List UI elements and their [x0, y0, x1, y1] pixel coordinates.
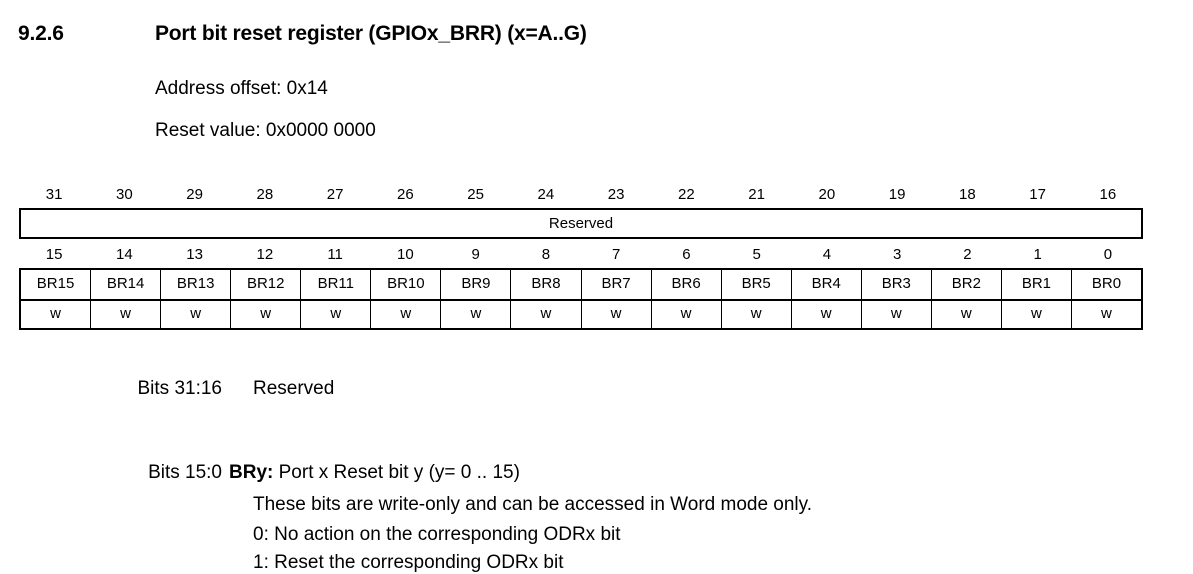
bit-field-br4: BR4	[792, 270, 862, 299]
bit-number-3: 3	[892, 246, 902, 263]
bit-number-row-high: 31 30 29 28 27 26 25 24 23 22 21 20 19 1…	[19, 182, 1143, 208]
section-number: 9.2.6	[18, 22, 64, 45]
section-title: Port bit reset register (GPIOx_BRR) (x=A…	[155, 22, 587, 45]
bit-description-bry-label: Bits 15:0	[148, 462, 222, 483]
bit-access-br11: w	[301, 301, 372, 328]
bit-access-br13: w	[161, 301, 232, 328]
bit-field-br0: BR0	[1091, 275, 1122, 292]
bit-number-9: 9	[471, 246, 480, 263]
bit-access-br1: w	[1002, 301, 1072, 328]
bit-number-31: 31	[45, 186, 63, 203]
bit-access-br15: w	[21, 301, 92, 328]
bit-number-11: 11	[327, 246, 343, 263]
bit-number-23: 23	[607, 186, 625, 203]
bit-field-br1: BR1	[1002, 270, 1072, 299]
bit-number-12: 12	[256, 246, 274, 263]
address-offset-line: Address offset: 0x14	[155, 78, 328, 99]
bit-description-bry-detail-0: These bits are write-only and can be acc…	[253, 494, 813, 515]
bit-field-name-row: BR15 BR14 BR13 BR12 BR11 BR10 BR9 BR8 BR…	[19, 268, 1143, 300]
reserved-field-row: Reserved	[19, 208, 1143, 239]
bit-access-br10: w	[371, 301, 442, 328]
register-bit-table: 31 30 29 28 27 26 25 24 23 22 21 20 19 1…	[19, 182, 1143, 330]
bit-number-24: 24	[537, 186, 555, 203]
bit-description-bry-detail-1: 0: No action on the corresponding ODRx b…	[253, 524, 621, 545]
bit-description-bry-detail-2: 1: Reset the corresponding ODRx bit	[253, 552, 564, 573]
bit-access-br6: w	[652, 301, 722, 328]
bit-field-br3: BR3	[862, 270, 932, 299]
bit-access-br2: w	[932, 301, 1002, 328]
bit-description-reserved-text: Reserved	[253, 378, 335, 399]
bit-access-br8: w	[511, 301, 582, 328]
bit-field-br13: BR13	[161, 270, 232, 299]
bit-number-26: 26	[397, 186, 414, 203]
bit-access-br9: w	[441, 301, 512, 328]
bit-number-5: 5	[752, 246, 761, 263]
bit-number-14: 14	[116, 246, 133, 263]
bit-number-17: 17	[1029, 186, 1046, 203]
bit-field-br7: BR7	[582, 270, 652, 299]
bit-number-2: 2	[963, 246, 972, 263]
bit-number-29: 29	[186, 186, 203, 203]
bit-field-br12: BR12	[231, 270, 302, 299]
bit-number-13: 13	[186, 246, 203, 263]
bit-number-16: 16	[1099, 186, 1117, 203]
page-title: 9.2.6 Port bit reset register (GPIOx_BRR…	[0, 22, 1193, 54]
bit-number-10: 10	[397, 246, 414, 263]
bit-number-row-low: 15 14 13 12 11 10 9 8 7 6 5 4 3 2 1 0	[19, 242, 1143, 268]
bit-number-19: 19	[888, 186, 906, 203]
bit-description-bry-summary: Port x Reset bit y (y= 0 .. 15)	[273, 462, 520, 483]
bit-number-1: 1	[1033, 246, 1042, 263]
bit-description-reserved: Bits 31:16 Reserved	[0, 378, 1193, 420]
bit-number-30: 30	[116, 186, 133, 203]
bit-number-18: 18	[959, 186, 976, 203]
bit-access-br7: w	[582, 301, 652, 328]
bit-number-4: 4	[822, 246, 832, 263]
bit-field-br5: BR5	[722, 270, 792, 299]
bit-access-br4: w	[792, 301, 862, 328]
bit-number-0: 0	[1103, 246, 1113, 263]
reset-value-line: Reset value: 0x0000 0000	[155, 120, 376, 141]
bit-description-bry-name: BRy:	[229, 462, 274, 483]
bit-access-br14: w	[91, 301, 162, 328]
bit-field-br2: BR2	[932, 270, 1002, 299]
bit-field-br11: BR11	[301, 270, 372, 299]
bit-number-6: 6	[682, 246, 691, 263]
bit-number-25: 25	[467, 186, 484, 203]
bit-access-br3: w	[862, 301, 932, 328]
bit-description-reserved-label: Bits 31:16	[137, 378, 223, 399]
bit-access-br12: w	[231, 301, 302, 328]
bit-number-8: 8	[541, 246, 551, 263]
bit-field-br9: BR9	[441, 270, 512, 299]
bit-number-27: 27	[326, 186, 344, 203]
bit-field-br8: BR8	[511, 270, 582, 299]
bit-access-row: w w w w w w w w w w w w w w w w	[19, 300, 1143, 330]
bit-number-15: 15	[45, 246, 63, 263]
reserved-field-label: Reserved	[548, 215, 614, 232]
bit-number-28: 28	[256, 186, 274, 203]
bit-access-br5: w	[722, 301, 792, 328]
bit-access-br0: w	[1101, 305, 1112, 322]
bit-field-br6: BR6	[652, 270, 722, 299]
bit-description-list: Bits 31:16 Reserved Bits 15:0 BRy: Port …	[0, 378, 1193, 573]
bit-number-21: 21	[748, 186, 765, 203]
bit-number-7: 7	[611, 246, 621, 263]
bit-field-br14: BR14	[91, 270, 162, 299]
bit-number-20: 20	[818, 186, 836, 203]
bit-field-br10: BR10	[371, 270, 442, 299]
bit-number-22: 22	[678, 186, 695, 203]
bit-field-br15: BR15	[21, 270, 92, 299]
bit-description-bry-title: BRy: Port x Reset bit y (y= 0 .. 15)	[229, 462, 1159, 484]
